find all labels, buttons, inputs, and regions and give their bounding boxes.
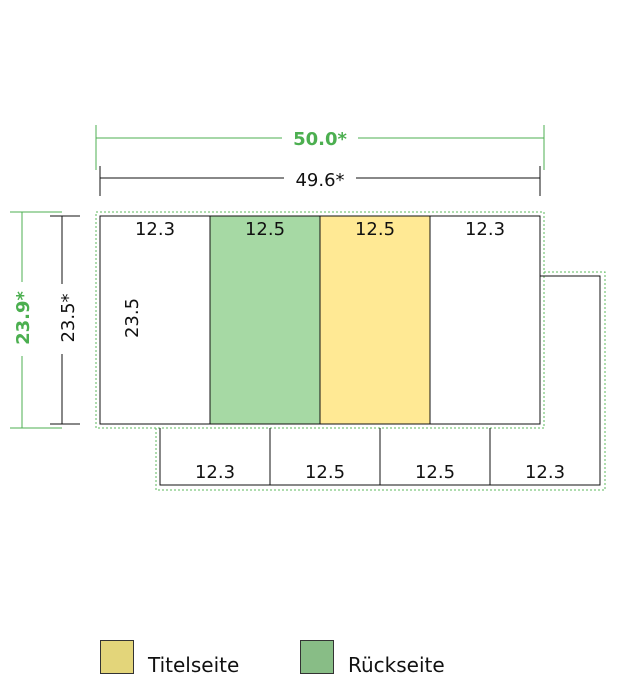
outer-height-dimension — [10, 211, 62, 429]
bottom-panel-1-label: 12.3 — [195, 462, 235, 483]
top-panel-2-back — [209, 215, 321, 425]
outer-width-label: 50.0* — [293, 129, 347, 150]
legend-label-back: Rückseite — [348, 653, 445, 677]
inner-height-dimension — [50, 215, 80, 425]
top-panel-4 — [429, 215, 541, 425]
panel-height-label: 23.5 — [122, 298, 143, 338]
outer-width-dimension — [95, 125, 545, 170]
bottom-panel-2-label: 12.5 — [305, 462, 345, 483]
bottom-panel-3-label: 12.5 — [415, 462, 455, 483]
top-panel-3-label: 12.5 — [355, 219, 395, 240]
top-panel-4-label: 12.3 — [465, 219, 505, 240]
back-swatch — [300, 640, 334, 674]
outer-height-label: 23.9* — [13, 291, 34, 345]
top-panel-2-label: 12.5 — [245, 219, 285, 240]
top-panel-3-title — [319, 215, 431, 425]
inner-width-dimension — [99, 166, 541, 196]
inner-height-label: 23.5* — [58, 293, 79, 342]
legend-item-title: Titelseite — [100, 640, 240, 677]
top-bleed-outline — [95, 211, 545, 429]
bottom-bleed-outline — [155, 271, 606, 491]
title-swatch — [100, 640, 134, 674]
bottom-strip-outline — [159, 275, 601, 486]
inner-width-label: 49.6* — [295, 170, 344, 191]
legend-item-back: Rückseite — [300, 640, 445, 677]
top-panel-1 — [99, 215, 211, 425]
legend-label-title: Titelseite — [148, 653, 240, 677]
top-panel-1-label: 12.3 — [135, 219, 175, 240]
bottom-panel-4-label: 12.3 — [525, 462, 565, 483]
